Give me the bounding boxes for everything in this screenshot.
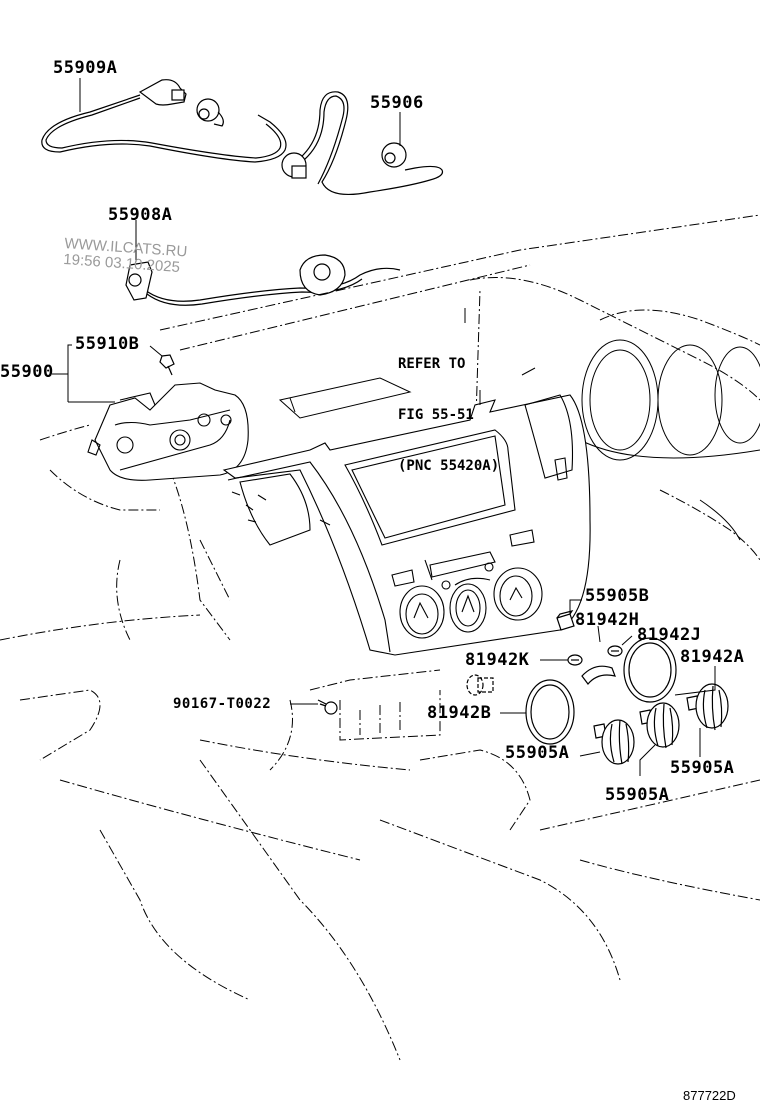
cable-55909A[interactable] (41, 79, 287, 163)
label-81942K[interactable]: 81942K (465, 650, 530, 670)
center-cluster-panel (222, 394, 591, 656)
ring-81942A[interactable] (623, 637, 677, 703)
knob-55905B[interactable] (556, 610, 575, 631)
gauge-cluster-outline (579, 339, 760, 541)
label-55900[interactable]: 55900 (0, 362, 54, 382)
label-55910B[interactable]: 55910B (75, 334, 140, 354)
label-55905A-right[interactable]: 55905A (670, 758, 735, 778)
upper-vent (278, 377, 412, 419)
label-90167-T0022[interactable]: 90167-T0022 (173, 696, 272, 712)
reference-note-line2: FIG 55-51 (398, 407, 474, 423)
label-55905A-middle[interactable]: 55905A (605, 785, 670, 805)
reference-note[interactable]: REFER TO FIG 55-51 (PNC 55420A) (398, 322, 499, 492)
label-55906[interactable]: 55906 (370, 93, 424, 113)
label-55909A[interactable]: 55909A (53, 58, 118, 78)
leader-lines (52, 78, 716, 776)
screw-55910B[interactable] (159, 354, 175, 376)
label-81942B[interactable]: 81942B (427, 703, 492, 723)
figure-number: 877722D (683, 1088, 736, 1103)
lens-81942J[interactable] (607, 645, 623, 657)
label-55908A[interactable]: 55908A (108, 205, 173, 225)
bulb-81942H[interactable] (581, 665, 616, 685)
cable-55908A[interactable] (125, 254, 401, 306)
knob-55905A-right[interactable] (686, 683, 729, 731)
screw-90167-T0022[interactable] (317, 699, 338, 715)
knob-55905A-left[interactable] (593, 719, 635, 765)
socket (466, 674, 494, 696)
heater-control-assembly-55900[interactable] (87, 382, 249, 481)
cable-55906[interactable] (281, 91, 444, 195)
label-55905B[interactable]: 55905B (585, 586, 650, 606)
knob-55905A-middle[interactable] (639, 702, 680, 749)
lens-81942K[interactable] (567, 654, 583, 666)
label-81942H[interactable]: 81942H (575, 610, 640, 630)
reference-note-line3: (PNC 55420A) (398, 458, 500, 474)
reference-note-line1: REFER TO (398, 356, 466, 372)
label-81942J[interactable]: 81942J (637, 625, 702, 645)
ring-81942B[interactable] (525, 679, 575, 745)
label-55905A-left[interactable]: 55905A (505, 743, 570, 763)
label-81942A[interactable]: 81942A (680, 647, 745, 667)
